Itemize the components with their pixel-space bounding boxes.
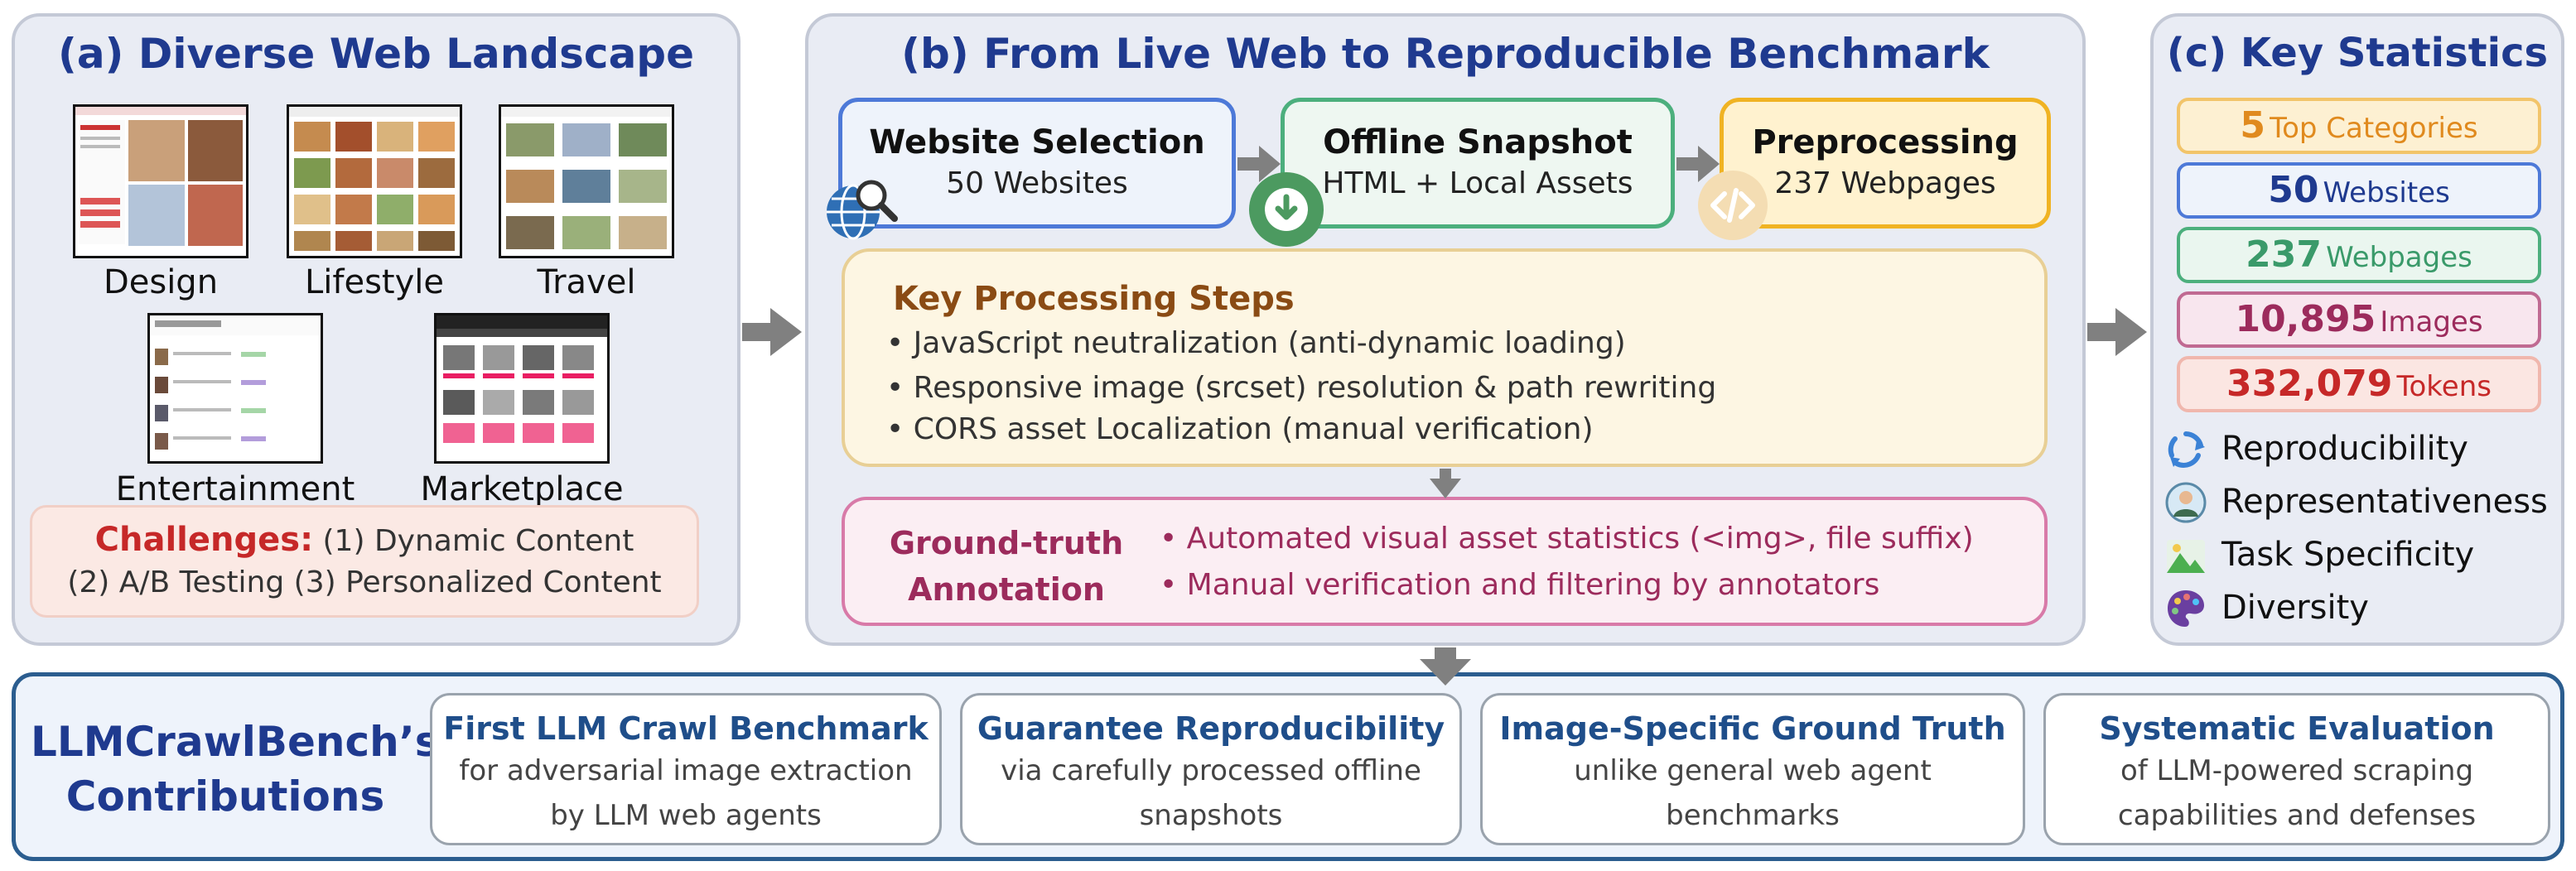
stat-number: 10,895 <box>2235 298 2376 340</box>
feature-label: Diversity <box>2221 589 2369 627</box>
person-icon <box>2165 482 2207 523</box>
preprocessing-sub: 237 Webpages <box>1774 166 1996 200</box>
stat-websites: 50 Websites <box>2177 162 2541 219</box>
challenges-heading: Challenges: <box>94 521 314 559</box>
category-label-design: Design <box>103 263 219 301</box>
preprocessing-title: Preprocessing <box>1752 123 2019 161</box>
ground-truth-item: • Manual verification and filtering by a… <box>1160 568 1880 602</box>
thumbnail-lifestyle <box>287 104 462 258</box>
contribution-heading: Image-Specific Ground Truth <box>1499 710 2006 747</box>
stat-label: Tokens <box>2396 370 2492 403</box>
stat-label: Images <box>2380 306 2483 339</box>
feature-label: Representativeness <box>2221 483 2548 521</box>
contribution-reproducibility: Guarantee Reproducibility via carefully … <box>960 693 1462 845</box>
globe-search-icon <box>820 171 900 250</box>
offline-snapshot-box: Offline Snapshot HTML + Local Assets <box>1281 98 1675 229</box>
arrow-snapshot-to-preprocessing <box>1676 146 1720 182</box>
palette-icon <box>2168 590 2204 627</box>
contribution-heading: Systematic Evaluation <box>2099 710 2495 747</box>
stat-webpages: 237 Webpages <box>2177 227 2541 283</box>
stat-number: 50 <box>2268 169 2319 211</box>
key-step-item: • Responsive image (srcset) resolution &… <box>886 371 1717 405</box>
category-label-entertainment: Entertainment <box>115 470 355 508</box>
download-icon <box>1249 172 1324 247</box>
website-selection-box: Website Selection 50 Websites <box>838 98 1236 229</box>
stat-label: Webpages <box>2326 241 2472 274</box>
ground-truth-title: Ground-truth Annotation <box>870 520 1143 613</box>
feature-label: Task Specificity <box>2221 536 2475 574</box>
website-selection-title: Website Selection <box>869 123 1205 161</box>
panel-a-title: (a) Diverse Web Landscape <box>57 30 695 78</box>
category-label-marketplace: Marketplace <box>420 470 624 508</box>
contribution-desc-line1: unlike general web agent <box>1574 754 1932 787</box>
key-steps-title: Key Processing Steps <box>893 280 1295 318</box>
ground-truth-title-line1: Ground-truth <box>889 525 1124 561</box>
arrow-steps-to-ground-truth <box>1430 469 1461 498</box>
stat-tokens: 332,079 Tokens <box>2177 356 2541 412</box>
contributions-title-line1: LLMCrawlBench’s <box>31 718 440 766</box>
stat-number: 5 <box>2240 104 2266 147</box>
category-label-lifestyle: Lifestyle <box>304 263 444 301</box>
thumbnail-entertainment <box>147 313 323 464</box>
challenge-dynamic-content: (1) Dynamic Content <box>322 524 634 558</box>
key-processing-steps-box: Key Processing Steps • JavaScript neutra… <box>842 248 2048 467</box>
contribution-desc-line1: for adversarial image extraction <box>459 754 913 787</box>
contribution-first-benchmark: First LLM Crawl Benchmark for adversaria… <box>430 693 942 845</box>
contribution-systematic-evaluation: Systematic Evaluation of LLM-powered scr… <box>2043 693 2550 845</box>
stat-top-categories: 5 Top Categories <box>2177 98 2541 154</box>
panel-c-title: (c) Key Statistics <box>2166 30 2549 76</box>
category-label-travel: Travel <box>537 263 636 301</box>
arrow-b-to-contributions <box>1420 647 1471 686</box>
stat-label: Top Categories <box>2270 112 2478 145</box>
contribution-heading: Guarantee Reproducibility <box>977 710 1445 747</box>
arrow-a-to-b <box>742 308 802 356</box>
ground-truth-title-line2: Annotation <box>908 571 1105 608</box>
contributions-bar: LLMCrawlBench’s Contributions First LLM … <box>12 672 2564 861</box>
contribution-heading: First LLM Crawl Benchmark <box>443 710 929 747</box>
stat-images: 10,895 Images <box>2177 291 2541 348</box>
contribution-desc-line1: via carefully processed offline <box>1001 754 1421 787</box>
contribution-desc-line1: of LLM-powered scraping <box>2120 754 2474 787</box>
challenges-box: Challenges: (1) Dynamic Content (2) A/B … <box>30 505 699 618</box>
arrow-selection-to-snapshot <box>1237 146 1281 182</box>
ground-truth-annotation-box: Ground-truth Annotation • Automated visu… <box>842 497 2048 626</box>
landscape-icon <box>2167 540 2205 573</box>
stat-label: Websites <box>2323 176 2450 209</box>
website-selection-sub: 50 Websites <box>946 166 1128 200</box>
recycle-icon <box>2168 431 2205 468</box>
contribution-desc-line2: snapshots <box>1139 799 1283 832</box>
offline-snapshot-title: Offline Snapshot <box>1323 123 1633 161</box>
preprocessing-box: Preprocessing 237 Webpages <box>1720 98 2051 229</box>
stat-number: 332,079 <box>2226 363 2393 405</box>
feature-label: Reproducibility <box>2221 430 2468 468</box>
panel-b-title: (b) From Live Web to Reproducible Benchm… <box>901 30 1990 78</box>
contributions-title: LLMCrawlBench’s Contributions <box>31 715 440 824</box>
thumbnail-travel <box>499 104 674 258</box>
contribution-ground-truth: Image-Specific Ground Truth unlike gener… <box>1480 693 2025 845</box>
offline-snapshot-sub: HTML + Local Assets <box>1322 166 1633 200</box>
code-icon <box>1698 171 1768 240</box>
ground-truth-item: • Automated visual asset statistics (<im… <box>1160 522 1974 556</box>
contribution-desc-line2: by LLM web agents <box>550 799 822 832</box>
challenge-ab-personalized: (2) A/B Testing (3) Personalized Content <box>67 565 662 599</box>
thumbnail-marketplace <box>434 313 610 464</box>
contributions-title-line2: Contributions <box>65 772 385 820</box>
arrow-b-to-c <box>2087 308 2147 356</box>
thumbnail-design <box>73 104 248 258</box>
key-step-item: • CORS asset Localization (manual verifi… <box>886 412 1594 446</box>
key-step-item: • JavaScript neutralization (anti-dynami… <box>886 326 1626 360</box>
stat-number: 237 <box>2246 233 2322 276</box>
contribution-desc-line2: benchmarks <box>1666 799 1840 832</box>
contribution-desc-line2: capabilities and defenses <box>2117 799 2477 832</box>
